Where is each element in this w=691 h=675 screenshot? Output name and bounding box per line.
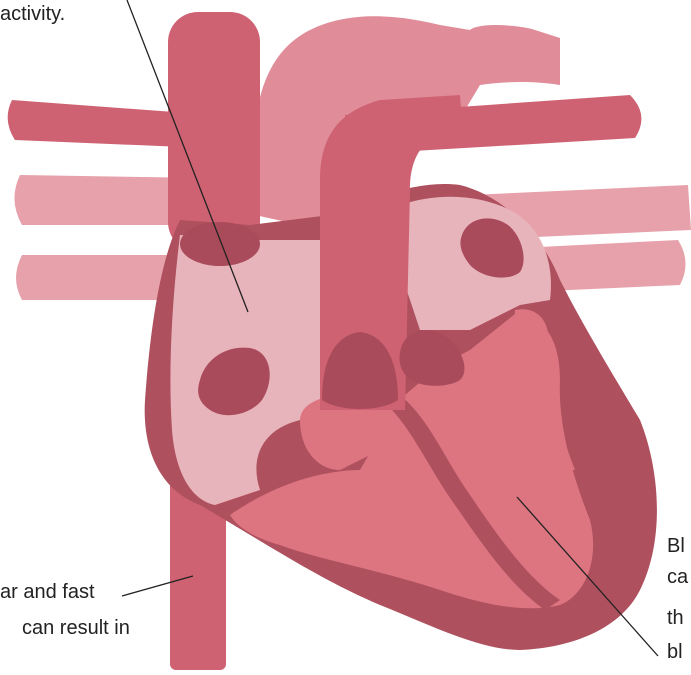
label-right-line4: bl bbox=[667, 640, 683, 665]
label-bottom-left-line1: ar and fast bbox=[0, 580, 95, 605]
label-bottom-left-line2: can result in bbox=[22, 616, 130, 641]
label-right-line3: th bbox=[667, 606, 684, 631]
label-top-left: activity. bbox=[0, 2, 65, 27]
label-right-line1: Bl bbox=[667, 534, 685, 559]
label-right-line2: ca bbox=[667, 565, 688, 590]
svc-opening bbox=[180, 222, 260, 266]
